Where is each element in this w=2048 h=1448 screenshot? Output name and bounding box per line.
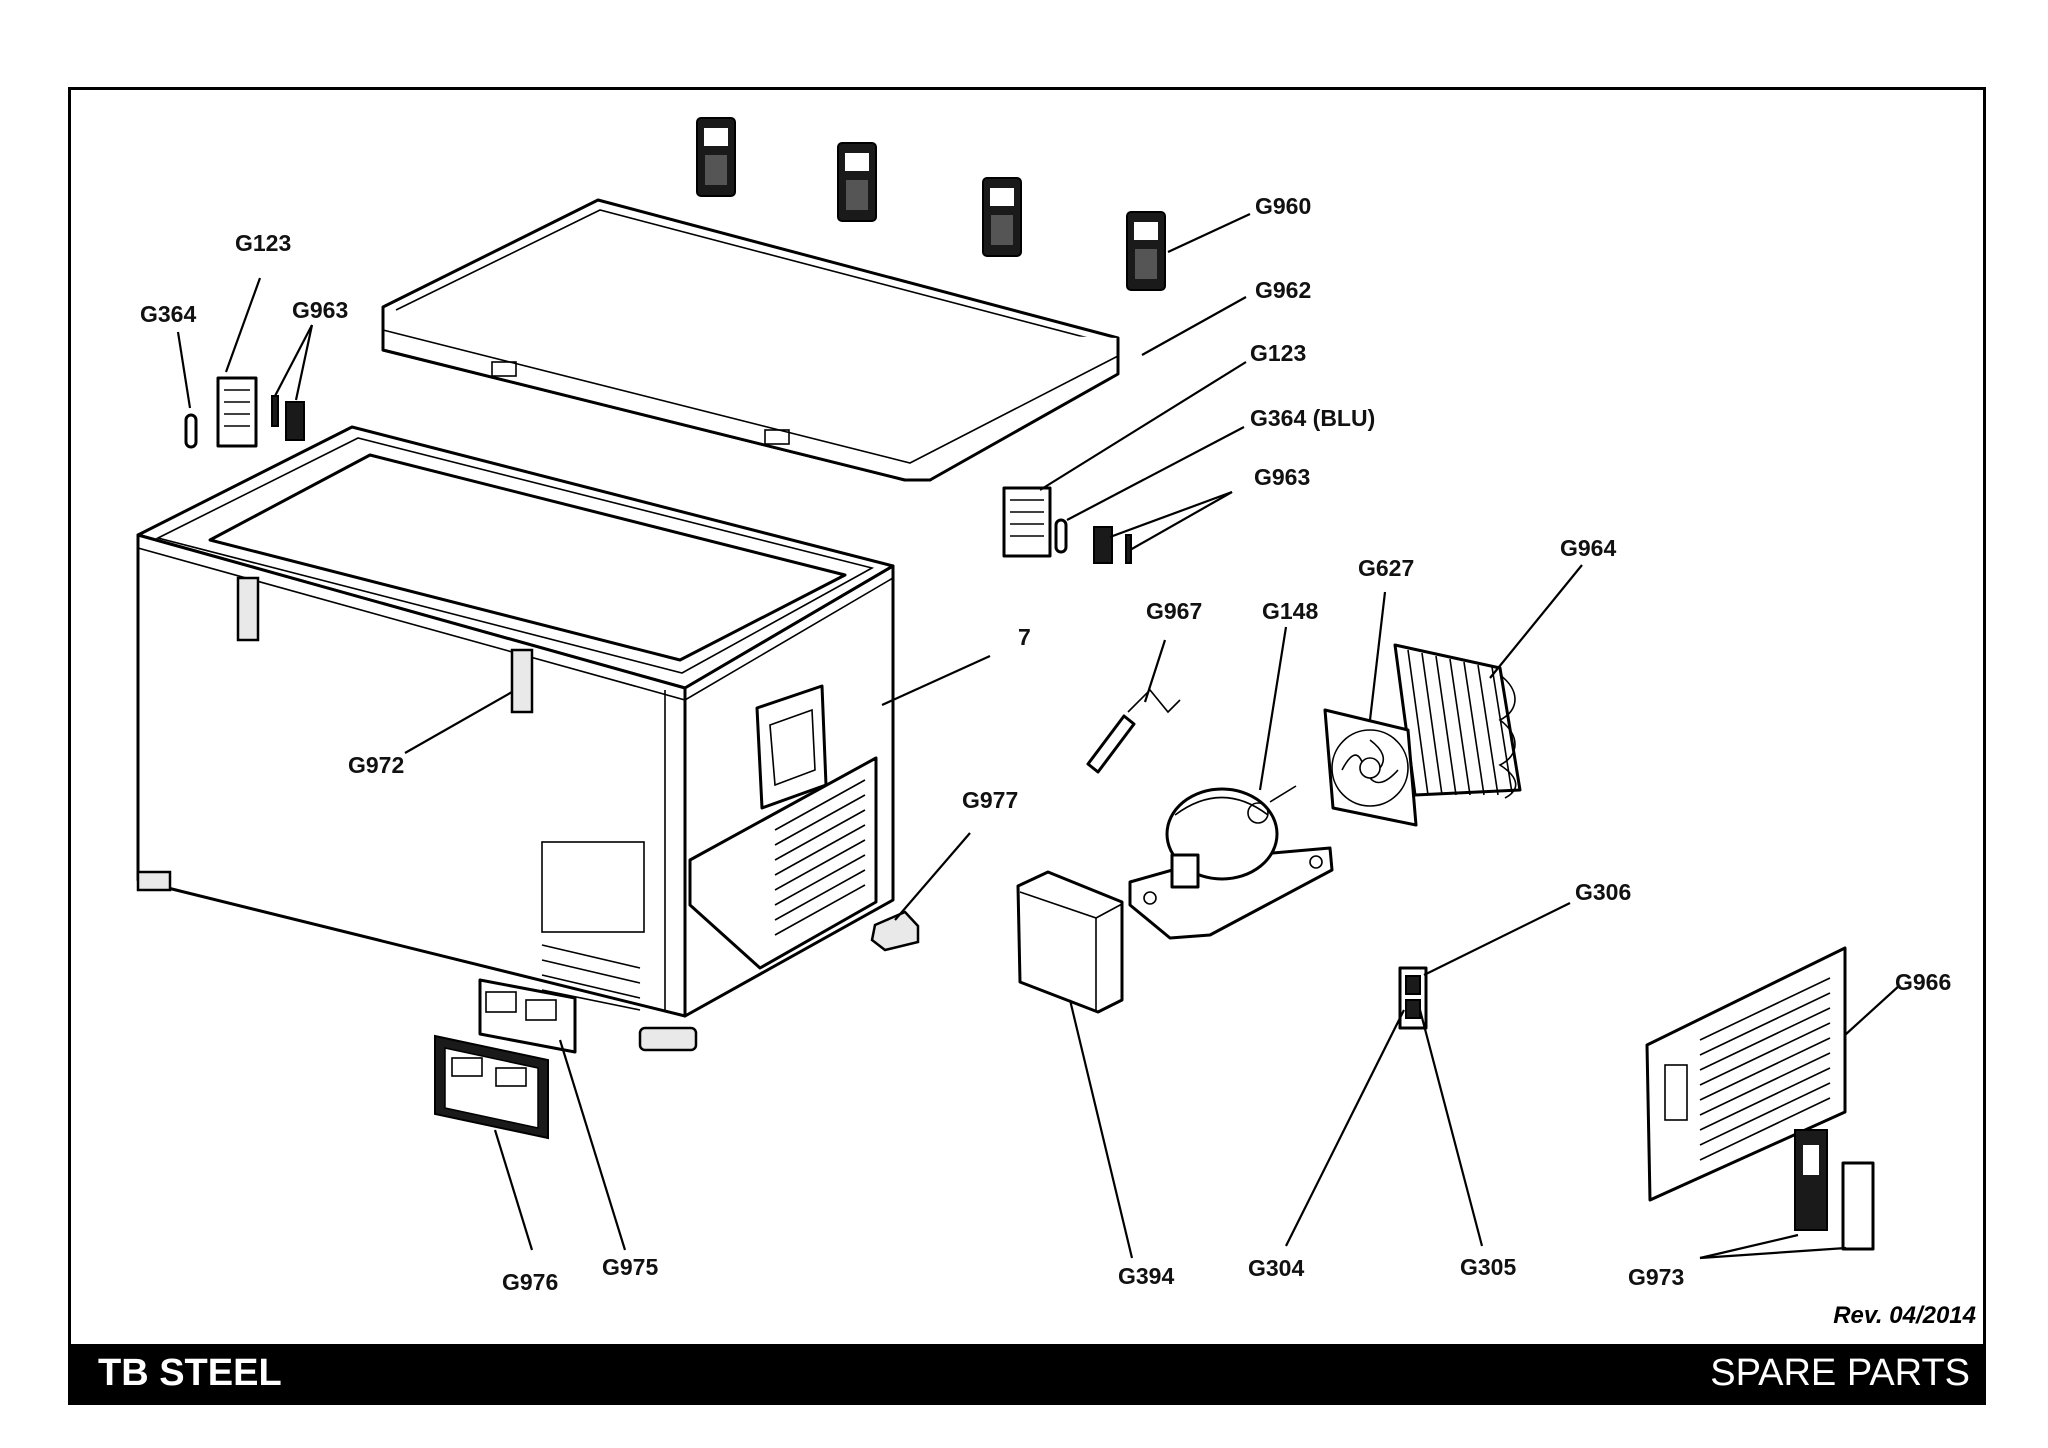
label-g976: G976 [502, 1269, 558, 1295]
label-g304: G304 [1248, 1255, 1304, 1281]
fuse-right-part [1054, 518, 1068, 554]
label-g364-left: G364 [140, 301, 196, 327]
fan-part [1323, 708, 1418, 827]
electronic-module-part [1016, 870, 1124, 1014]
label-g972: G972 [348, 752, 404, 778]
label-g364-blu: G364 (BLU) [1250, 405, 1375, 431]
label-g973: G973 [1628, 1264, 1684, 1290]
hinge-part-4 [1126, 211, 1166, 291]
capillary-tube-part [1086, 688, 1181, 774]
vent-panel-part [1645, 946, 1847, 1202]
label-g962: G962 [1255, 277, 1311, 303]
label-g305: G305 [1460, 1254, 1516, 1280]
hinge-part-3 [982, 177, 1022, 257]
label-g394: G394 [1118, 1263, 1174, 1289]
label-g964: G964 [1560, 535, 1616, 561]
label-g966: G966 [1895, 969, 1951, 995]
hinge-part-2 [837, 142, 877, 222]
connector-block-left-part [216, 376, 258, 448]
clip-right-part [1093, 526, 1113, 564]
label-7: 7 [1018, 624, 1031, 650]
label-g123-right: G123 [1250, 340, 1306, 366]
document-type: SPARE PARTS [1710, 1352, 1970, 1394]
label-g963-right: G963 [1254, 464, 1310, 490]
cabinet-body-part [136, 425, 895, 1052]
label-g977: G977 [962, 787, 1018, 813]
pin-left-part [271, 395, 279, 427]
clip-left-part [285, 401, 305, 441]
label-g960: G960 [1255, 193, 1311, 219]
compressor-part [1128, 785, 1334, 940]
bracket-part [870, 910, 920, 952]
revision-label: Rev. 04/2014 [1833, 1302, 1976, 1329]
fuse-left-part [184, 413, 198, 449]
control-panel-rear-part [478, 978, 577, 1054]
model-name: TB STEEL [98, 1352, 282, 1394]
label-g975: G975 [602, 1254, 658, 1280]
footer-bar [68, 1344, 1986, 1405]
condenser-part [1393, 643, 1522, 799]
label-g306: G306 [1575, 879, 1631, 905]
plate-1-window [1803, 1145, 1819, 1175]
leader-lines [176, 213, 1901, 1260]
label-g967: G967 [1146, 598, 1202, 624]
label-g627: G627 [1358, 555, 1414, 581]
control-panel-front-part [434, 1034, 549, 1140]
lid-part [381, 198, 1120, 482]
plate-2-part [1841, 1161, 1875, 1251]
label-g123-left: G123 [235, 230, 291, 256]
hinge-part-1 [696, 117, 736, 197]
connector-block-right-part [1002, 486, 1052, 558]
label-g148: G148 [1262, 598, 1318, 624]
label-g963-left: G963 [292, 297, 348, 323]
